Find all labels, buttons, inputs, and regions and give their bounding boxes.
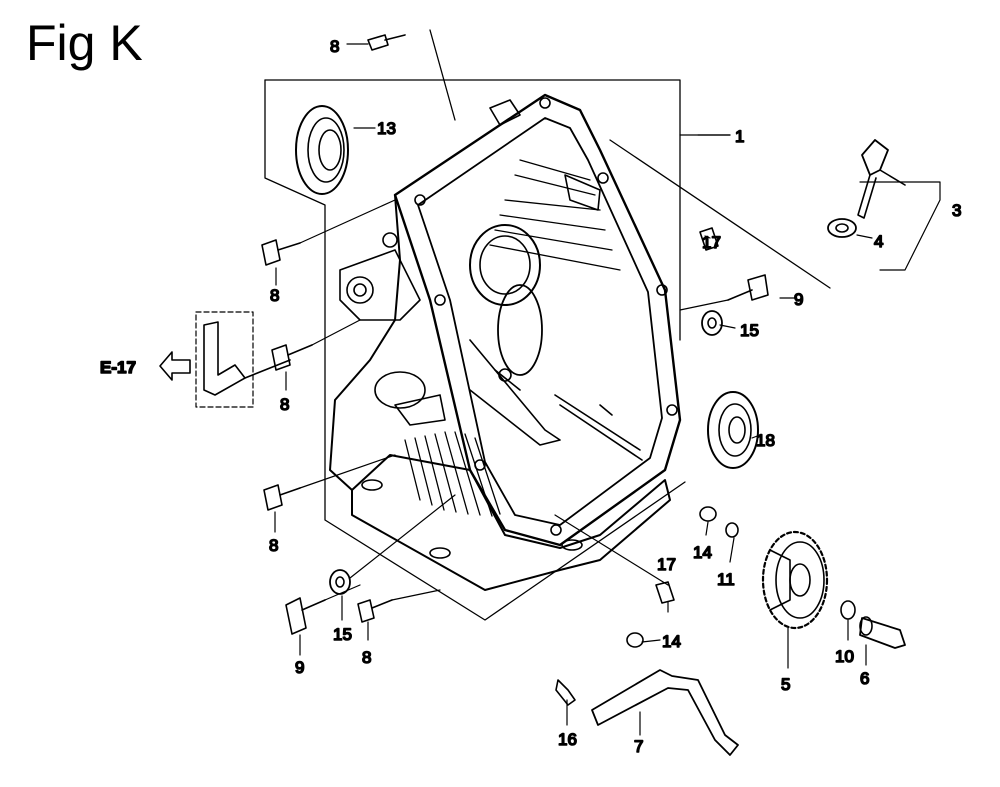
- callout-8-bottom: 8: [362, 648, 371, 667]
- callout-4: 4: [874, 232, 883, 251]
- ball-bearing: [707, 391, 759, 469]
- oil-seal: [295, 105, 349, 195]
- callout-9-bottom: 9: [295, 658, 304, 677]
- figure-title: Fig K: [26, 15, 143, 71]
- governor-shaft: [859, 616, 906, 649]
- flange-bolts: [261, 34, 769, 635]
- callout-14-bottom: 14: [662, 632, 681, 651]
- callout-17-bottom: 17: [657, 555, 676, 574]
- callout-11: 11: [717, 570, 735, 589]
- callout-15-right: 15: [740, 321, 759, 340]
- callout-15-bottom: 15: [333, 625, 352, 644]
- callout-8-lower-left: 8: [269, 536, 278, 555]
- callout-17-top: 17: [702, 233, 721, 252]
- callout-1: 1: [735, 127, 744, 146]
- callout-5: 5: [781, 675, 790, 694]
- leader-lines: [274, 43, 873, 736]
- callout-6: 6: [860, 669, 869, 688]
- reference-arrow-icon: [159, 351, 191, 381]
- callout-8-upper-left: 8: [270, 286, 279, 305]
- callout-7: 7: [634, 737, 643, 756]
- crankcase: [329, 93, 682, 591]
- oil-level-switch: [857, 139, 906, 219]
- callout-13: 13: [377, 119, 396, 138]
- small-washers: [626, 506, 856, 648]
- breather-tube: [195, 311, 291, 408]
- callout-10: 10: [835, 647, 854, 666]
- sealing-washers: [329, 310, 723, 595]
- callout-9-right: 9: [794, 290, 803, 309]
- callout-labels: 8 13 1 3 4 17 9 15 18 8 8 8 9 15 8 17 14…: [99, 36, 962, 757]
- callout-16: 16: [558, 730, 577, 749]
- callout-14-right: 14: [693, 543, 712, 562]
- callout-8-top: 8: [330, 37, 339, 56]
- cooling-fins: [404, 159, 621, 517]
- retaining-clip: [555, 679, 576, 706]
- governor-arm: [591, 669, 739, 756]
- callout-18: 18: [756, 431, 775, 450]
- callout-8-mid-left: 8: [280, 395, 289, 414]
- reference-label: E-17: [100, 358, 136, 377]
- governor-gear: [761, 530, 829, 630]
- callout-3: 3: [952, 201, 961, 220]
- washer: [827, 218, 857, 238]
